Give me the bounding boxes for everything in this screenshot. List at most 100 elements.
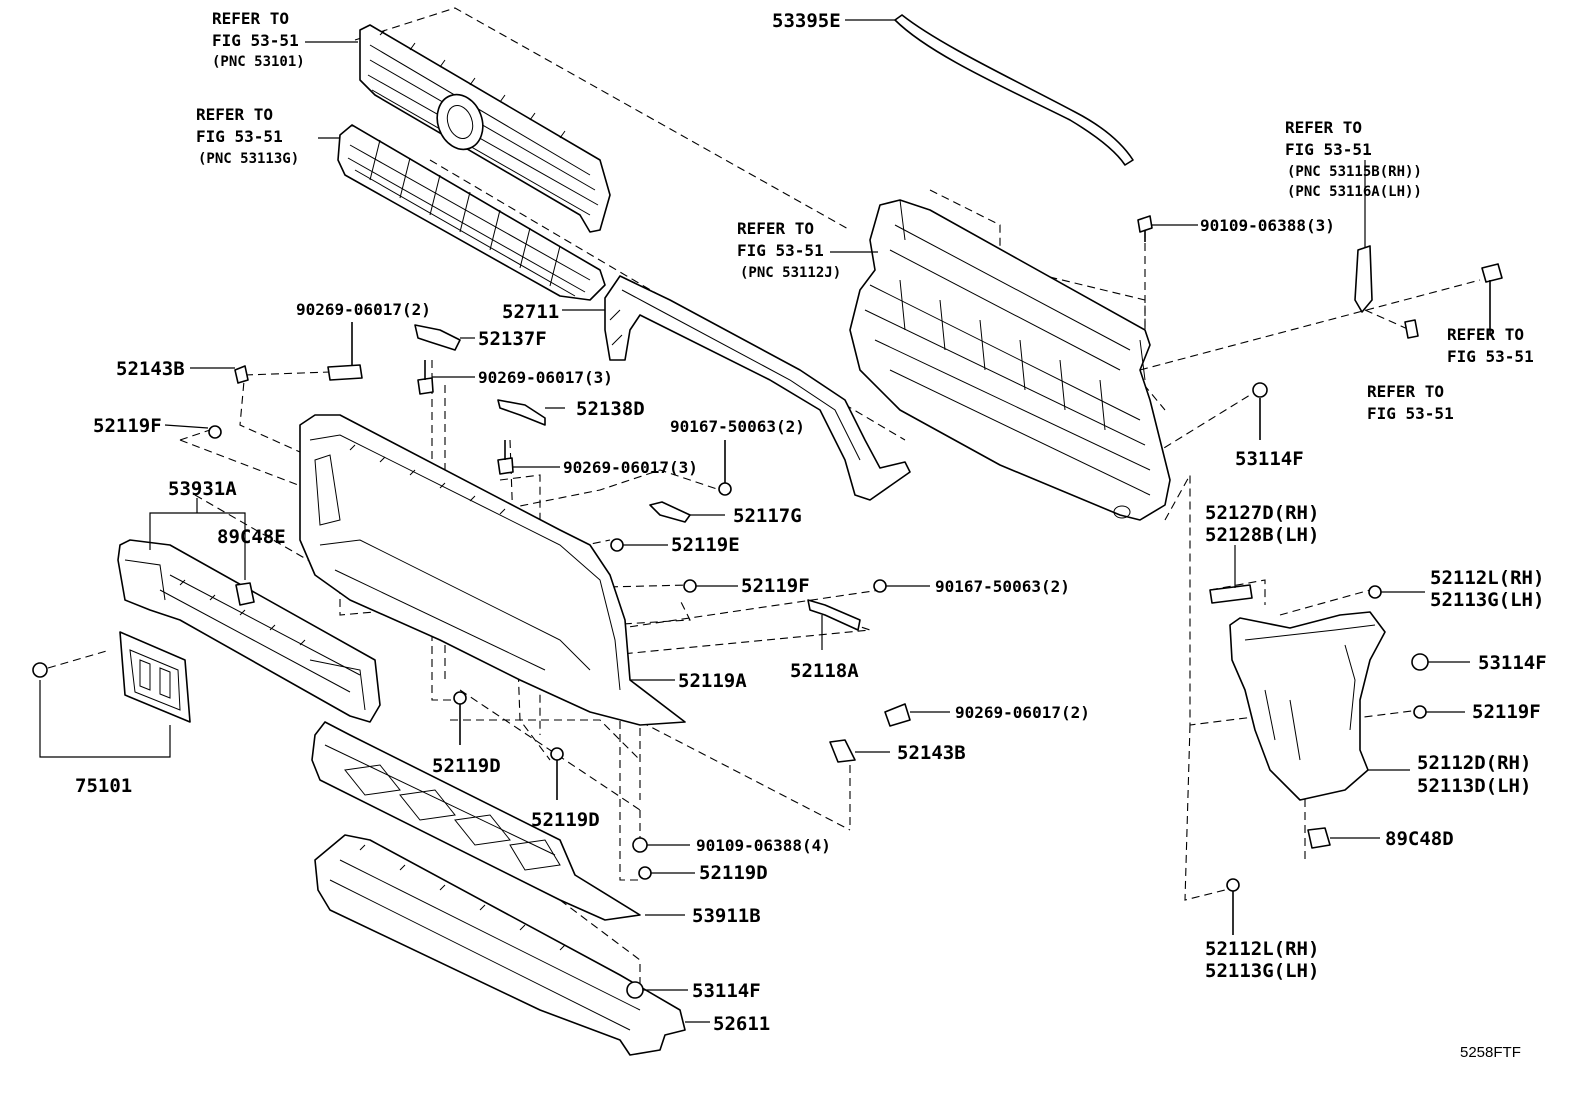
ref-grille-line1: REFER TO bbox=[212, 9, 289, 28]
screw-90167-50063-2a bbox=[718, 440, 732, 496]
screw-52112L-b bbox=[1226, 878, 1240, 935]
bolt-90109-06388-4 bbox=[632, 837, 690, 853]
label-53395E: 53395E bbox=[772, 10, 841, 32]
fasteners bbox=[32, 215, 1503, 999]
label-52119F-a: 52119F bbox=[93, 415, 162, 437]
label-53114F-c: 53114F bbox=[692, 980, 761, 1002]
label-52611: 52611 bbox=[713, 1013, 770, 1035]
leader-53931A bbox=[149, 498, 246, 580]
label-52119D-c: 52119D bbox=[699, 862, 768, 884]
part-52118A-bracket bbox=[807, 599, 861, 650]
label-52113G-b: 52113G(LH) bbox=[1205, 960, 1319, 982]
ref-lower-grille-line2: FIG 53-51 bbox=[196, 127, 283, 146]
label-52118A: 52118A bbox=[790, 660, 859, 682]
screw-90167-50063-2b bbox=[873, 579, 930, 593]
label-52119F-b: 52119F bbox=[741, 575, 810, 597]
screw-52119E bbox=[610, 538, 668, 552]
callout-labels: REFER TO FIG 53-51 (PNC 53101) REFER TO … bbox=[75, 9, 1547, 1061]
part-89C48E-clip bbox=[235, 582, 255, 606]
label-52112D: 52112D(RH) bbox=[1417, 752, 1531, 774]
part-75101-plate bbox=[39, 631, 191, 758]
screw-52112L-a bbox=[1368, 585, 1425, 599]
ref-support-line3: (PNC 53112J) bbox=[740, 265, 841, 281]
part-52711-retainer bbox=[562, 275, 911, 501]
label-52128B: 52128B(LH) bbox=[1205, 524, 1319, 546]
label-52113G-a: 52113G(LH) bbox=[1430, 589, 1544, 611]
part-53395E-molding bbox=[845, 14, 1134, 166]
screw-52119D-b bbox=[550, 747, 564, 800]
label-52137F: 52137F bbox=[478, 328, 547, 350]
bolt-90109-06388-3 bbox=[1137, 215, 1198, 242]
ref-clip-b-line2: FIG 53-51 bbox=[1367, 404, 1454, 423]
ref-support-line1: REFER TO bbox=[737, 219, 814, 238]
label-90269-06017-3b: 90269-06017(3) bbox=[563, 458, 698, 477]
label-90167-50063-2b: 90167-50063(2) bbox=[935, 577, 1070, 596]
part-52137F-bracket bbox=[414, 324, 475, 351]
screw-52119D-a bbox=[453, 691, 467, 745]
ref-lower-grille-line1: REFER TO bbox=[196, 105, 273, 124]
ref-bracket-line2: FIG 53-51 bbox=[1285, 140, 1372, 159]
part-52143B-upper bbox=[190, 365, 249, 384]
label-53931A: 53931A bbox=[168, 478, 237, 500]
screw-53114F-a bbox=[1252, 382, 1268, 440]
ref-clip-a-line2: FIG 53-51 bbox=[1447, 347, 1534, 366]
label-52711: 52711 bbox=[502, 301, 559, 323]
label-89C48D: 89C48D bbox=[1385, 828, 1454, 850]
screw-53114F-b bbox=[1411, 653, 1470, 671]
label-53114F-b: 53114F bbox=[1478, 652, 1547, 674]
ref-clip-a-line1: REFER TO bbox=[1447, 325, 1524, 344]
screw-52119F-c bbox=[1413, 705, 1465, 719]
label-53911B: 53911B bbox=[692, 905, 761, 927]
screw-75101 bbox=[32, 662, 48, 678]
part-refer-clip bbox=[1404, 319, 1419, 339]
label-52138D: 52138D bbox=[576, 398, 645, 420]
label-52117G: 52117G bbox=[733, 505, 802, 527]
label-52112L-b: 52112L(RH) bbox=[1205, 938, 1319, 960]
label-52113D: 52113D(LH) bbox=[1417, 775, 1531, 797]
label-90109-06388-3: 90109-06388(3) bbox=[1200, 216, 1335, 235]
label-89C48E: 89C48E bbox=[217, 526, 286, 548]
part-refer-bracket bbox=[1354, 160, 1373, 313]
label-52127D: 52127D(RH) bbox=[1205, 502, 1319, 524]
ref-bracket-line1: REFER TO bbox=[1285, 118, 1362, 137]
ref-grille-line3: (PNC 53101) bbox=[212, 54, 305, 70]
ref-grille-line2: FIG 53-51 bbox=[212, 31, 299, 50]
label-90269-06017-2b: 90269-06017(2) bbox=[955, 703, 1090, 722]
bolt-90269-06017-2a bbox=[327, 322, 363, 381]
label-75101: 75101 bbox=[75, 775, 132, 797]
diagram-id: 5258FTF bbox=[1460, 1044, 1521, 1061]
part-radiator-support bbox=[830, 199, 1171, 521]
label-90269-06017-2a: 90269-06017(2) bbox=[296, 300, 431, 319]
ref-bracket-line4: (PNC 53116A(LH)) bbox=[1287, 184, 1422, 200]
label-52143B-b: 52143B bbox=[897, 742, 966, 764]
ref-bracket-line3: (PNC 53115B(RH)) bbox=[1287, 164, 1422, 180]
part-53911B-spoiler bbox=[311, 721, 685, 921]
label-52112L-a: 52112L(RH) bbox=[1430, 567, 1544, 589]
label-52119E: 52119E bbox=[671, 534, 740, 556]
label-53114F-a: 53114F bbox=[1235, 448, 1304, 470]
bolt-90269-06017-2b bbox=[884, 703, 950, 727]
bolt-refer-right bbox=[1481, 263, 1503, 335]
label-52143B-a: 52143B bbox=[116, 358, 185, 380]
label-90269-06017-3a: 90269-06017(3) bbox=[478, 368, 613, 387]
ref-lower-grille-line3: (PNC 53113G) bbox=[198, 151, 299, 167]
bolt-90269-06017-3a bbox=[417, 360, 475, 395]
label-90109-06388-4: 90109-06388(4) bbox=[696, 836, 831, 855]
part-52117G-bracket bbox=[649, 501, 725, 523]
part-upper-grille bbox=[305, 24, 611, 233]
label-52119F-c: 52119F bbox=[1472, 701, 1541, 723]
screw-52119D-c bbox=[638, 866, 695, 880]
screw-52119F-b bbox=[683, 579, 738, 593]
ref-support-line2: FIG 53-51 bbox=[737, 241, 824, 260]
part-52611-undercover bbox=[314, 834, 710, 1056]
bolt-90269-06017-3b bbox=[497, 440, 560, 475]
label-90167-50063-2a: 90167-50063(2) bbox=[670, 417, 805, 436]
part-52138D-bracket bbox=[497, 399, 565, 426]
part-52112D-side-retainer bbox=[1229, 611, 1410, 801]
part-52127D-bracket bbox=[1209, 545, 1253, 604]
screw-52119F-a bbox=[164, 424, 222, 439]
part-89C48D-clip bbox=[1307, 827, 1380, 849]
part-52119A-bumper-cover bbox=[299, 414, 686, 726]
ref-clip-b-line1: REFER TO bbox=[1367, 382, 1444, 401]
part-lower-grille bbox=[318, 124, 606, 301]
